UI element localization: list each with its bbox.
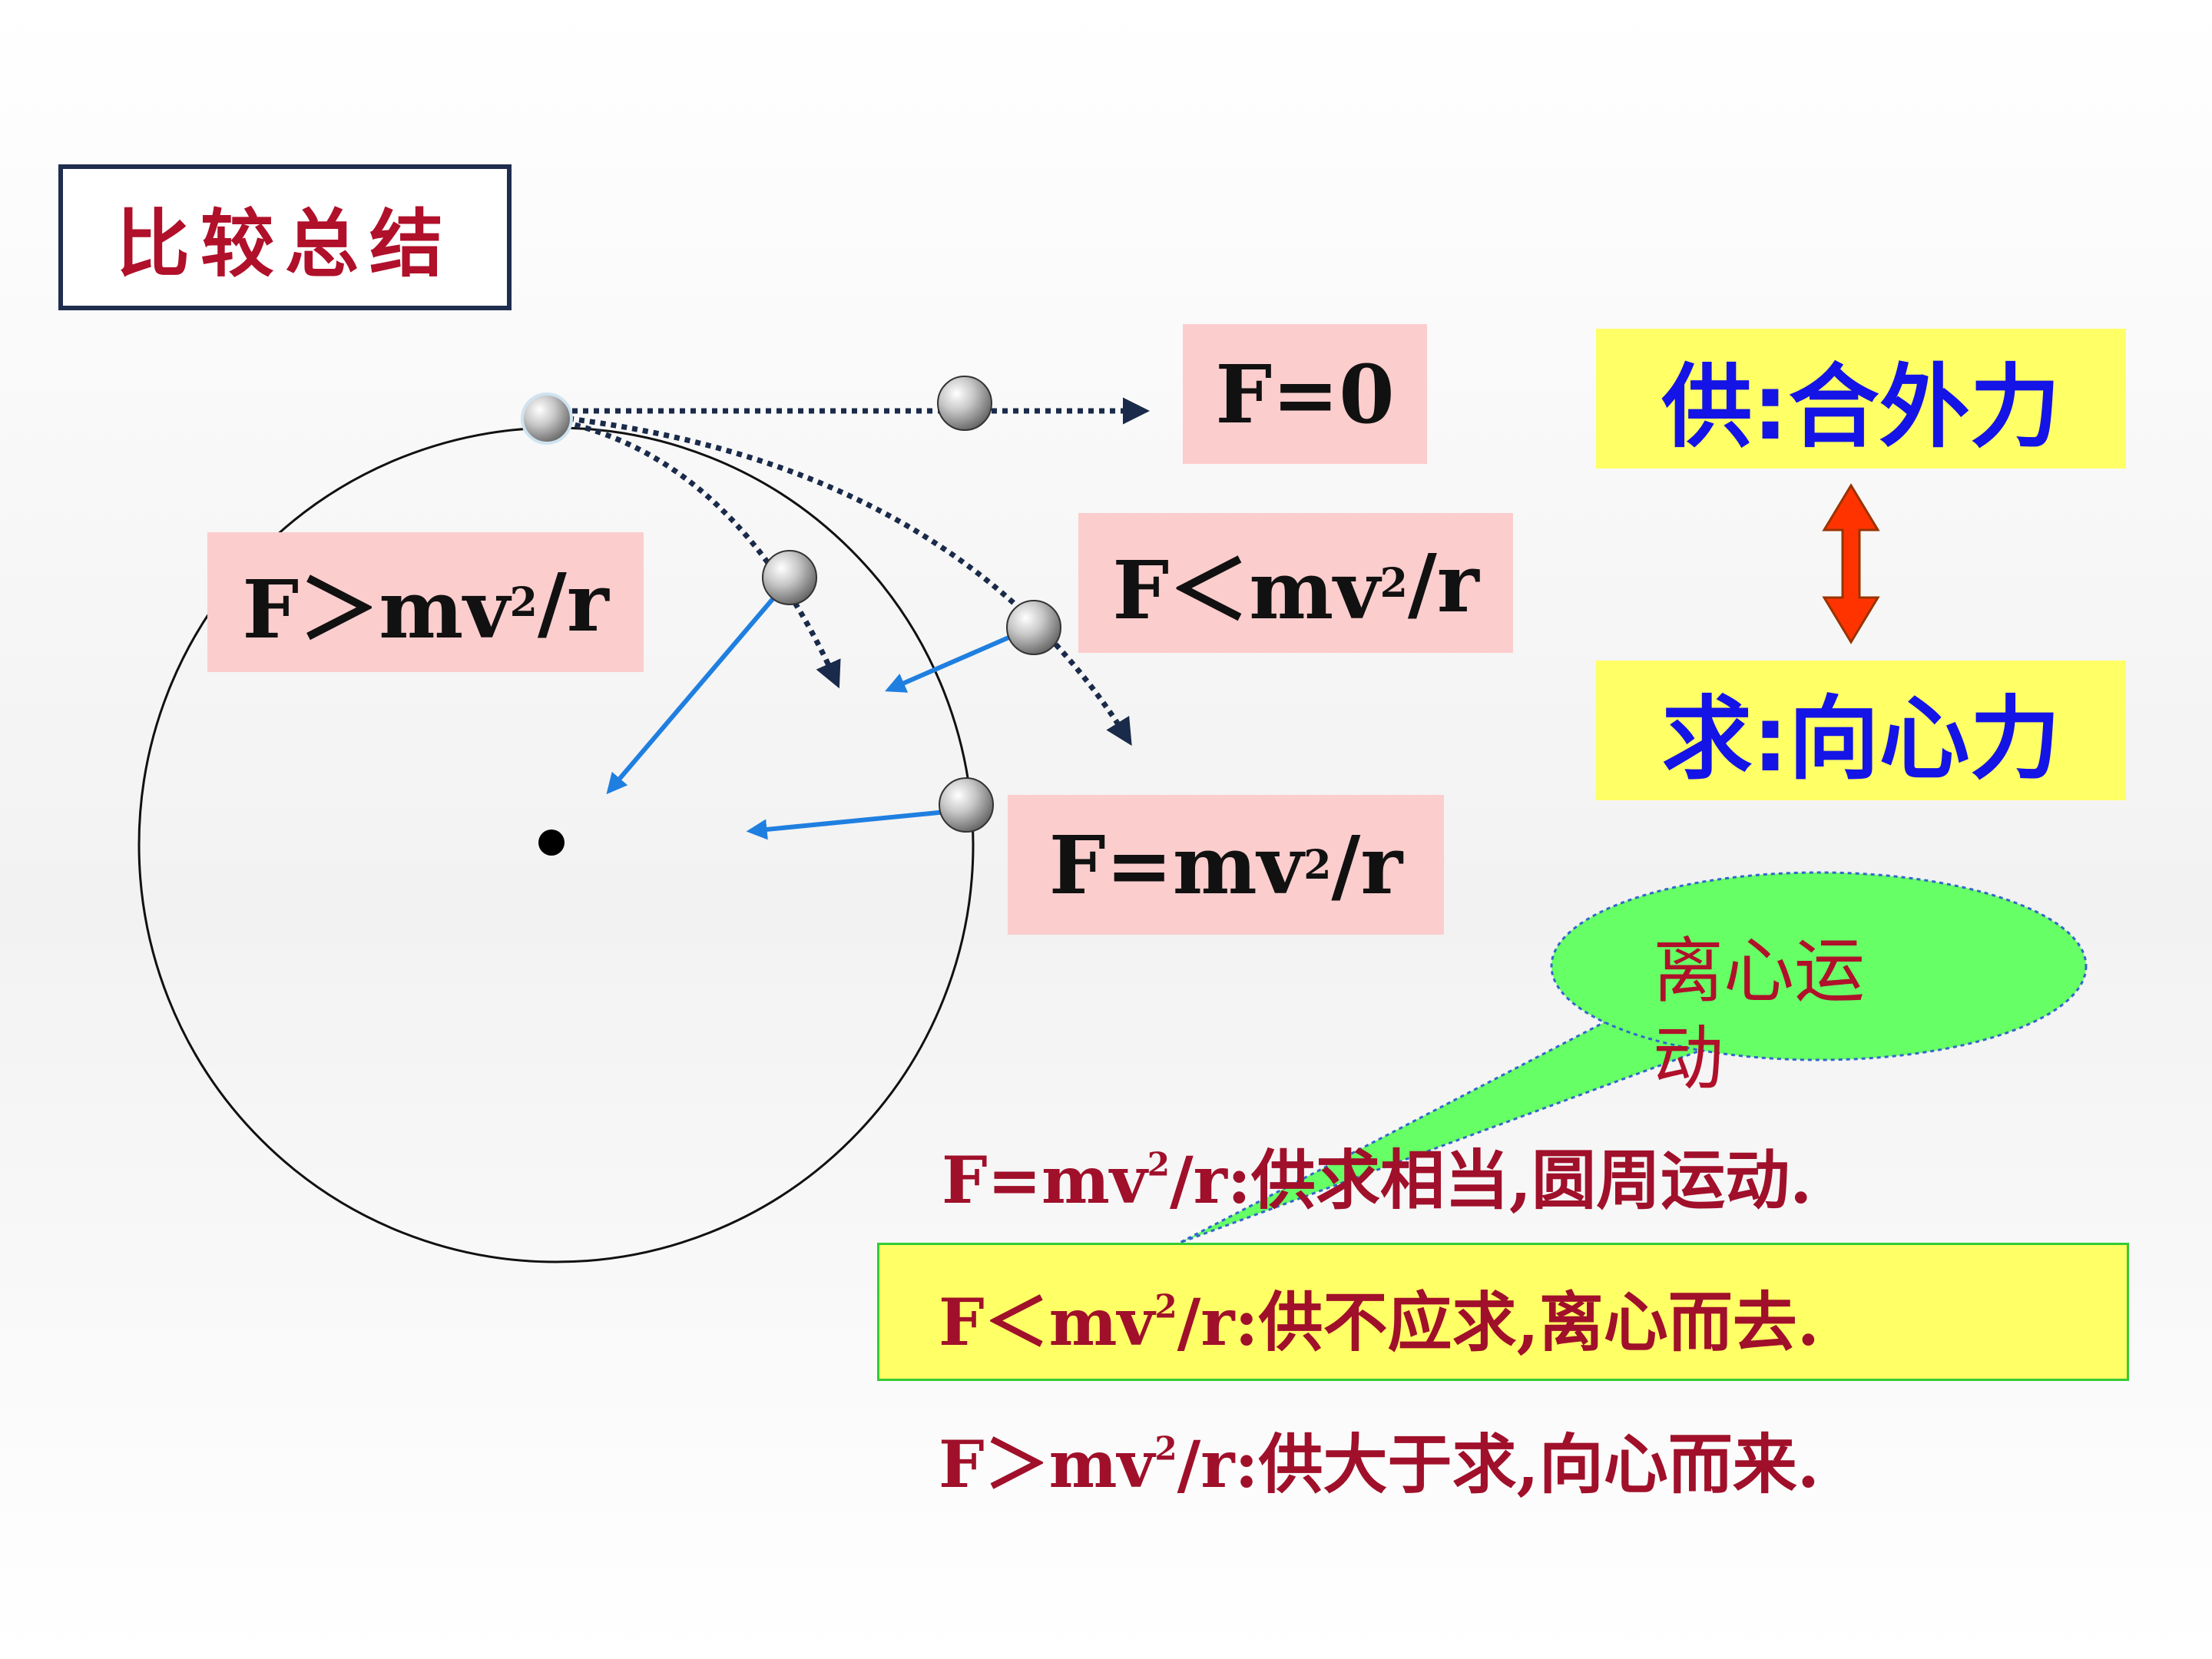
label-f-zero: F=0 bbox=[1183, 324, 1427, 464]
ball-outward bbox=[1006, 600, 1061, 655]
summary-line-less-sup: 2 bbox=[1154, 1287, 1177, 1326]
summary-line-equal-prefix: F=mv bbox=[942, 1142, 1147, 1218]
summary-line-greater-prefix: F＞mv bbox=[939, 1426, 1155, 1502]
summary-line-less-suffix: /r:供不应求,离心而去. bbox=[1177, 1284, 1820, 1360]
ball-inward bbox=[762, 550, 817, 605]
summary-line-equal-sup: 2 bbox=[1147, 1145, 1170, 1184]
demand-label: 求:向心力 bbox=[1661, 685, 2061, 792]
double-arrow-icon bbox=[1822, 483, 1880, 644]
summary-line-less: F＜mv2/r:供不应求,离心而去. bbox=[939, 1271, 1820, 1364]
force-arrow-inward bbox=[606, 598, 775, 795]
summary-line-less-prefix: F＜mv bbox=[939, 1284, 1155, 1360]
bubble-tail bbox=[1179, 1012, 1720, 1244]
bubble-body bbox=[1550, 871, 2088, 1061]
label-f-equal-prefix: F=mv bbox=[1048, 817, 1304, 912]
outward-path bbox=[568, 416, 1132, 746]
page-title: 比较总结 bbox=[116, 200, 454, 287]
demand-box: 求:向心力 bbox=[1596, 661, 2126, 800]
label-f-greater-prefix: F＞mv bbox=[242, 561, 510, 657]
label-f-less-suffix: /r bbox=[1407, 535, 1479, 631]
bubble-label: 离心运动 bbox=[1653, 930, 1866, 1100]
inward-path bbox=[564, 419, 841, 689]
supply-box: 供:合外力 bbox=[1596, 329, 2126, 469]
summary-line-equal: F=mv2/r:供求相当,圆周运动. bbox=[942, 1129, 1812, 1222]
ball-circular bbox=[939, 777, 994, 833]
force-arrow-circular bbox=[746, 810, 947, 840]
ball-top bbox=[521, 392, 573, 445]
label-f-equal-sup: 2 bbox=[1303, 841, 1332, 889]
label-f-zero-text: F=0 bbox=[1215, 346, 1395, 442]
center-point bbox=[538, 830, 565, 856]
summary-line-equal-suffix: /r:供求相当,圆周运动. bbox=[1169, 1142, 1813, 1218]
summary-line-greater-suffix: /r:供大于求,向心而来. bbox=[1177, 1426, 1820, 1502]
summary-line-greater-sup: 2 bbox=[1154, 1429, 1177, 1468]
force-arrow-outward bbox=[885, 634, 1014, 693]
label-f-equal-suffix: /r bbox=[1331, 817, 1403, 912]
label-f-less-prefix: F＜mv bbox=[1112, 542, 1380, 637]
label-f-greater-sup: 2 bbox=[509, 578, 538, 626]
title-box: 比较总结 bbox=[58, 164, 512, 310]
summary-line-greater: F＞mv2/r:供大于求,向心而来. bbox=[939, 1413, 1820, 1506]
ball-tangent bbox=[937, 376, 992, 431]
supply-label: 供:合外力 bbox=[1661, 353, 2061, 460]
summary-highlight-box bbox=[877, 1243, 2129, 1381]
label-f-greater-suffix: /r bbox=[537, 555, 609, 650]
label-f-less-sup: 2 bbox=[1379, 559, 1408, 607]
